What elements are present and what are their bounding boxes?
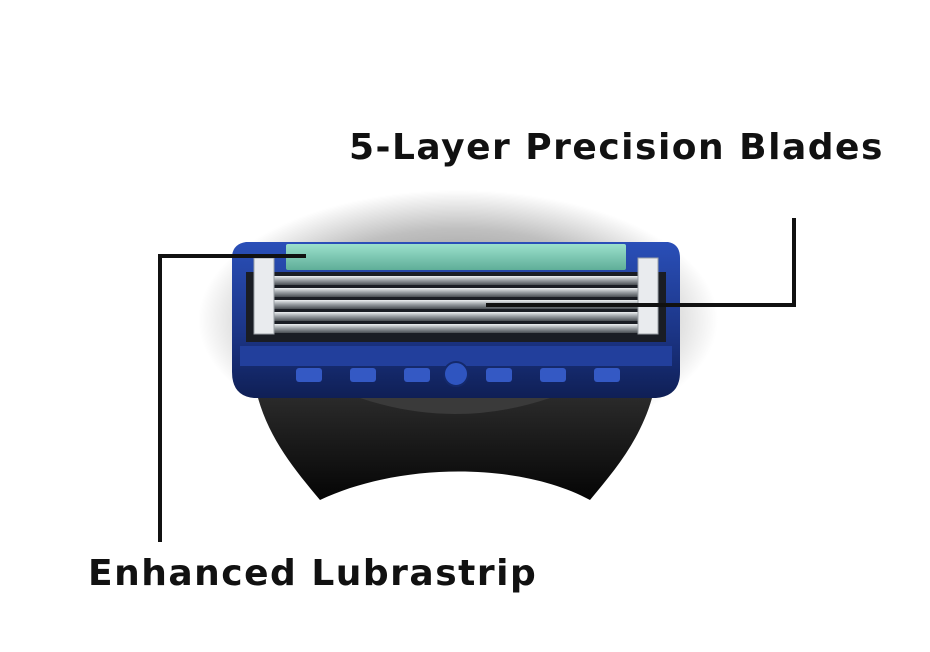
front-fins xyxy=(296,368,620,382)
side-guide-left xyxy=(253,257,275,335)
blade-4 xyxy=(272,312,642,321)
blade-5 xyxy=(272,324,642,333)
blades-leader-line xyxy=(486,218,796,307)
blade-1 xyxy=(272,276,642,285)
blades-callout-label: 5-Layer Precision Blades xyxy=(349,127,884,168)
blade-3 xyxy=(272,300,642,309)
blades xyxy=(272,276,642,333)
lubrastrip-callout-label: Enhanced Lubrastrip xyxy=(88,553,538,594)
lubrastrip xyxy=(286,244,626,270)
blade-2 xyxy=(272,288,642,297)
side-guide-right xyxy=(637,257,659,335)
center-logo-mark xyxy=(443,361,469,387)
pivot-hub xyxy=(360,398,550,414)
lubrastrip-leader-line xyxy=(158,254,306,542)
front-rail xyxy=(240,346,672,366)
pivot-base xyxy=(258,398,652,500)
